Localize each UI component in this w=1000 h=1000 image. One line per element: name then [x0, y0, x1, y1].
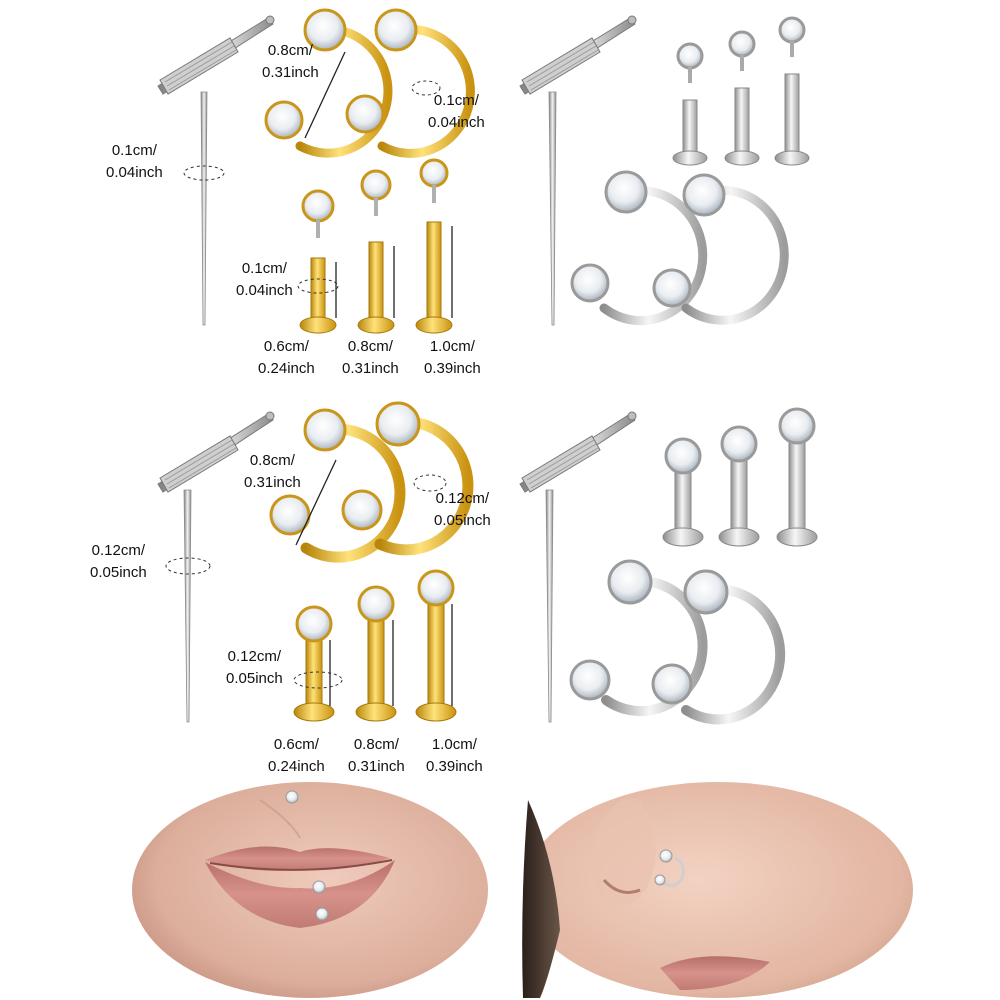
needle-tool-silver-icon [519, 411, 637, 723]
length-label-short: 0.6cm/ 0.24inch [258, 336, 315, 380]
gold-hoop-right-icon [341, 401, 474, 556]
needle-gauge-inch: 0.05inch [90, 564, 147, 581]
hoop-gauge-ring [411, 80, 441, 96]
gold-labret-studs-icon [293, 569, 457, 722]
gold-gem-tops-icon [301, 158, 449, 238]
needle-tool-icon [157, 411, 275, 723]
hoop-size-arrow [295, 459, 337, 546]
stud-gauge-inch: 0.05inch [226, 670, 283, 687]
hoop-size-inch: 0.31inch [262, 64, 319, 81]
hoop-size-cm: 0.8cm/ [249, 452, 295, 469]
length-cm: 1.0cm/ [431, 736, 477, 753]
hoop-gauge-inch: 0.05inch [434, 512, 491, 529]
hoop-size-label: 0.8cm/ 0.31inch [244, 450, 301, 494]
hoop-gauge-label: 0.12cm/ 0.05inch [434, 488, 491, 532]
length-inch: 0.39inch [426, 758, 483, 775]
needle-gauge-cm: 0.1cm/ [111, 142, 157, 159]
length-inch: 0.31inch [342, 360, 399, 377]
needle-tool-icon [157, 15, 275, 326]
hoop-gauge-label: 0.1cm/ 0.04inch [428, 90, 485, 134]
length-label-medium: 0.8cm/ 0.31inch [348, 734, 405, 778]
stud-gauge-inch: 0.04inch [236, 282, 293, 299]
stud-gauge-label: 0.12cm/ 0.05inch [226, 646, 283, 690]
length-label-long: 1.0cm/ 0.39inch [424, 336, 481, 380]
gold-hoop-left-icon [269, 408, 406, 563]
length-label-short: 0.6cm/ 0.24inch [268, 734, 325, 778]
length-cm: 0.6cm/ [273, 736, 319, 753]
silver-labret-posts-icon [672, 73, 810, 166]
length-label-long: 1.0cm/ 0.39inch [426, 734, 483, 778]
silver-hoops-icon [569, 559, 786, 725]
hoop-gauge-cm: 0.12cm/ [435, 490, 490, 507]
needle-gauge-cm: 0.12cm/ [91, 542, 146, 559]
hoop-size-inch: 0.31inch [244, 474, 301, 491]
gold-hoop-left-icon [264, 8, 393, 158]
length-cm: 1.0cm/ [429, 338, 475, 355]
stud-gauge-cm: 0.1cm/ [241, 260, 287, 277]
hoop-size-label: 0.8cm/ 0.31inch [262, 40, 319, 84]
stud-gauge-cm: 0.12cm/ [227, 648, 282, 665]
silver-hoops-icon [570, 170, 789, 326]
nose-photo [522, 782, 913, 998]
length-inch: 0.24inch [268, 758, 325, 775]
needle-gauge-label: 0.1cm/ 0.04inch [106, 140, 163, 184]
needle-tool-silver-icon [519, 15, 637, 326]
length-cm: 0.6cm/ [263, 338, 309, 355]
length-inch: 0.24inch [258, 360, 315, 377]
length-label-medium: 0.8cm/ 0.31inch [342, 336, 399, 380]
length-inch: 0.39inch [424, 360, 481, 377]
hoop-size-cm: 0.8cm/ [267, 42, 313, 59]
length-inch: 0.31inch [348, 758, 405, 775]
needle-gauge-inch: 0.04inch [106, 164, 163, 181]
hoop-gauge-ring [413, 474, 447, 492]
lips-photo [132, 782, 488, 998]
hoop-gauge-cm: 0.1cm/ [433, 92, 479, 109]
length-cm: 0.8cm/ [347, 338, 393, 355]
silver-gem-tops-icon [676, 16, 806, 83]
stud-gauge-label: 0.1cm/ 0.04inch [236, 258, 293, 302]
needle-gauge-label: 0.12cm/ 0.05inch [90, 540, 147, 584]
hoop-gauge-inch: 0.04inch [428, 114, 485, 131]
gold-hoop-right-icon [345, 8, 475, 158]
length-cm: 0.8cm/ [353, 736, 399, 753]
hoop-size-arrow [304, 51, 346, 139]
silver-labret-studs-icon [662, 407, 818, 547]
gold-labret-posts-icon [297, 221, 453, 334]
